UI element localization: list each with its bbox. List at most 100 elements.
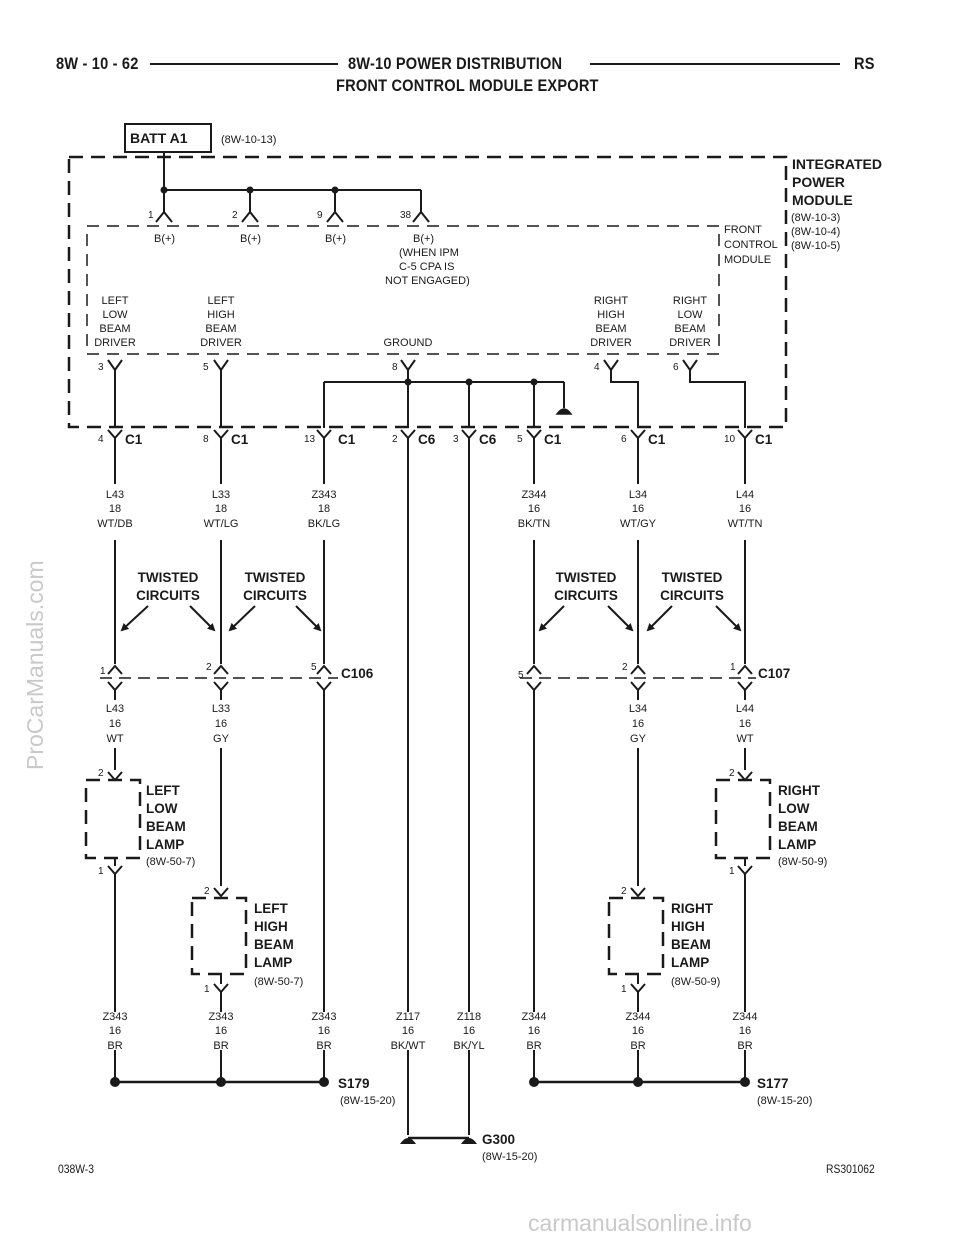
right-low-pin-2: 2 bbox=[729, 768, 735, 779]
svg-text:BR: BR bbox=[316, 1040, 331, 1052]
s179-ref: (8W-15-20) bbox=[340, 1095, 395, 1107]
svg-text:BK/YL: BK/YL bbox=[453, 1040, 484, 1052]
svg-text:WT/TN: WT/TN bbox=[728, 518, 763, 530]
right-high-pin-2: 2 bbox=[621, 886, 627, 897]
svg-text:16: 16 bbox=[109, 718, 121, 730]
ipm-line-3: MODULE bbox=[792, 192, 853, 208]
driver-right-high: RIGHT HIGH BEAM DRIVER bbox=[590, 295, 632, 349]
fcm-line-1: FRONT bbox=[724, 224, 762, 236]
svg-text:WT: WT bbox=[106, 733, 123, 745]
s179-nodes bbox=[110, 1077, 329, 1087]
svg-text:L33: L33 bbox=[212, 489, 230, 501]
svg-text:LEFT: LEFT bbox=[208, 295, 235, 307]
svg-text:TWISTED: TWISTED bbox=[138, 570, 199, 585]
driver-ground: GROUND bbox=[384, 337, 433, 349]
driver-pin-8: 8 bbox=[392, 362, 398, 373]
right-high-lamp-ref: (8W-50-9) bbox=[671, 976, 720, 988]
svg-text:HIGH: HIGH bbox=[254, 919, 288, 934]
svg-text:TWISTED: TWISTED bbox=[556, 570, 617, 585]
conn-name-c1-b: C1 bbox=[231, 432, 249, 447]
left-low-pin-2: 2 bbox=[98, 768, 104, 779]
driver-pin-6: 6 bbox=[673, 362, 679, 373]
right-low-beam-lamp bbox=[714, 771, 772, 876]
svg-text:16: 16 bbox=[402, 1025, 414, 1037]
svg-text:BK/WT: BK/WT bbox=[391, 1040, 426, 1052]
svg-text:BEAM: BEAM bbox=[595, 323, 626, 335]
left-low-lamp-ref: (8W-50-7) bbox=[146, 856, 195, 868]
conn-pin-4: 4 bbox=[98, 434, 104, 445]
g300-ref: (8W-15-20) bbox=[482, 1151, 537, 1163]
c107-pin-1: 1 bbox=[730, 662, 736, 673]
fcm-line-3: MODULE bbox=[724, 254, 771, 266]
svg-text:Z343: Z343 bbox=[102, 1011, 127, 1023]
svg-text:LOW: LOW bbox=[102, 309, 128, 321]
bplus-pin-1: 1 bbox=[148, 210, 154, 221]
ipm-line-2: POWER bbox=[792, 174, 845, 190]
ipm-ref-2: (8W-10-4) bbox=[791, 226, 840, 238]
right-high-beam-lamp bbox=[607, 887, 665, 994]
twisted-arrows bbox=[120, 605, 742, 632]
svg-text:BEAM: BEAM bbox=[146, 819, 186, 834]
svg-text:BEAM: BEAM bbox=[674, 323, 705, 335]
batt-label: BATT A1 bbox=[130, 130, 188, 146]
g300-ground-icon-right bbox=[461, 1138, 477, 1144]
conn-name-c1-d: C1 bbox=[544, 432, 562, 447]
svg-text:HIGH: HIGH bbox=[597, 309, 625, 321]
svg-text:L44: L44 bbox=[736, 489, 754, 501]
svg-text:RIGHT: RIGHT bbox=[778, 783, 821, 798]
s179-label: S179 bbox=[338, 1076, 370, 1091]
batt-ref: (8W-10-13) bbox=[221, 134, 276, 146]
ipm-ref-3: (8W-10-5) bbox=[791, 240, 840, 252]
svg-text:RIGHT: RIGHT bbox=[671, 901, 714, 916]
svg-text:GY: GY bbox=[630, 733, 647, 745]
driver-right-low: RIGHT LOW BEAM DRIVER bbox=[669, 295, 711, 349]
svg-text:L43: L43 bbox=[106, 703, 124, 715]
bplus-pin-9: 9 bbox=[317, 210, 323, 221]
right-low-lamp-ref: (8W-50-9) bbox=[778, 856, 827, 868]
left-high-pin-1: 1 bbox=[204, 984, 210, 995]
ipm-case-ground-icon bbox=[555, 408, 573, 415]
svg-text:DRIVER: DRIVER bbox=[590, 337, 632, 349]
c106-pin-1: 1 bbox=[100, 666, 106, 677]
driver-left-high: LEFT HIGH BEAM DRIVER bbox=[200, 295, 242, 349]
conn-name-c6-a: C6 bbox=[418, 432, 436, 447]
footer-right: RS301062 bbox=[826, 1162, 875, 1176]
svg-text:BR: BR bbox=[213, 1040, 228, 1052]
svg-text:16: 16 bbox=[109, 1025, 121, 1037]
svg-text:Z343: Z343 bbox=[311, 489, 336, 501]
svg-text:16: 16 bbox=[528, 1025, 540, 1037]
svg-text:16: 16 bbox=[739, 503, 751, 515]
svg-text:CIRCUITS: CIRCUITS bbox=[243, 588, 307, 603]
c107-connector bbox=[520, 664, 756, 692]
left-low-beam-lamp bbox=[84, 771, 142, 876]
bplus-label-38: B(+) bbox=[413, 233, 434, 245]
conn-name-c1-e: C1 bbox=[648, 432, 666, 447]
svg-text:WT: WT bbox=[736, 733, 753, 745]
conn-pin-8: 8 bbox=[203, 434, 209, 445]
svg-text:DRIVER: DRIVER bbox=[94, 337, 136, 349]
svg-text:BR: BR bbox=[737, 1040, 752, 1052]
svg-text:L43: L43 bbox=[106, 489, 124, 501]
conn-pin-3: 3 bbox=[453, 434, 459, 445]
c107-pin-5: 5 bbox=[518, 670, 524, 681]
driver-pin-3: 3 bbox=[98, 362, 104, 373]
page-code: 8W - 10 - 62 bbox=[56, 54, 139, 73]
svg-text:16: 16 bbox=[463, 1025, 475, 1037]
page-title: 8W-10 POWER DISTRIBUTION bbox=[348, 54, 563, 73]
svg-text:TWISTED: TWISTED bbox=[662, 570, 723, 585]
